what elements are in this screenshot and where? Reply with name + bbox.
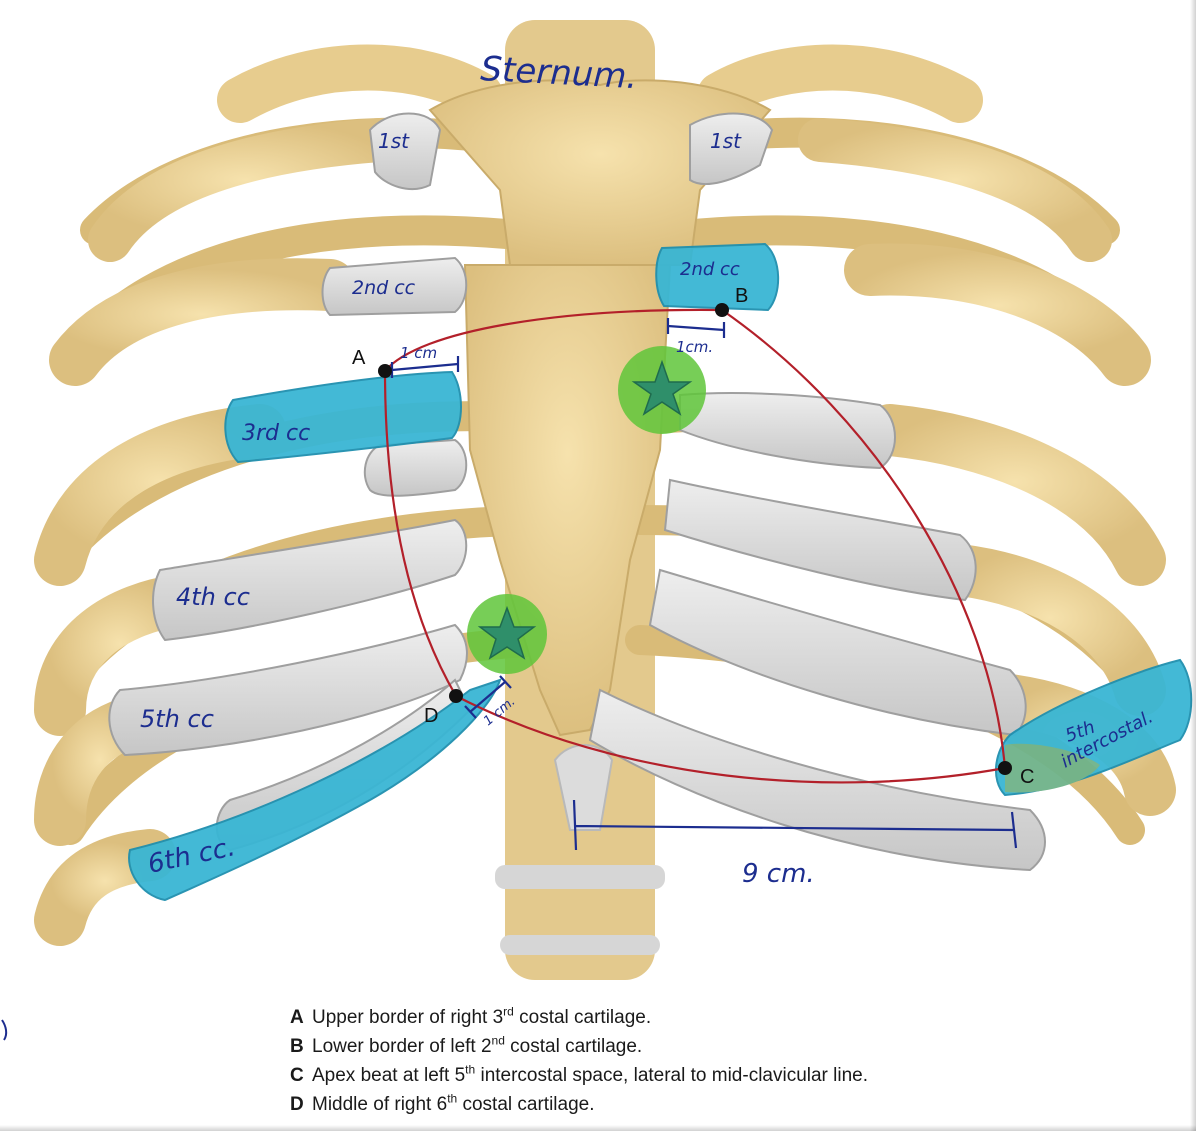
point-b-dot — [715, 303, 729, 317]
cc3-right-label: 3rd cc — [242, 421, 310, 446]
legend-text: costal cartilage. — [514, 1007, 651, 1028]
cc4-right-label: 4th cc — [176, 583, 250, 611]
point-c-label: C — [1020, 766, 1034, 788]
cc2-left-label: 2nd cc — [680, 259, 740, 280]
cc2-right-label: 2nd cc — [352, 277, 416, 299]
legend-text: costal cartilage. — [505, 1036, 642, 1057]
rib1-left-label: 1st — [710, 129, 742, 153]
measure-a-label: 1 cm — [400, 344, 437, 362]
point-d-label: D — [424, 705, 438, 727]
pen-mark — [2, 1020, 6, 1040]
point-a-dot — [378, 364, 392, 378]
legend-text: Upper border of right 3 — [312, 1007, 503, 1028]
point-a-label: A — [352, 347, 366, 369]
sternum-label: Sternum. — [480, 49, 639, 97]
cc5-right-label: 5th cc — [140, 705, 214, 733]
page-shadow-right — [1190, 0, 1196, 1131]
legend-sup: nd — [492, 1034, 505, 1048]
legend-letter: D — [290, 1090, 312, 1119]
point-c-dot — [998, 761, 1012, 775]
point-b-label: B — [735, 285, 748, 307]
point-d-dot — [449, 689, 463, 703]
legend-sup: th — [447, 1092, 457, 1106]
legend-letter: A — [290, 1003, 312, 1032]
legend-text: Lower border of left 2 — [312, 1036, 492, 1057]
legend-text: Middle of right 6 — [312, 1094, 447, 1115]
measure-b-label: 1cm. — [676, 338, 713, 356]
legend-text: Apex beat at left 5 — [312, 1065, 465, 1086]
legend-letter: B — [290, 1032, 312, 1061]
page-shadow-bottom — [0, 1125, 1196, 1131]
legend-letter: C — [290, 1061, 312, 1090]
measure-c-label: 9 cm. — [742, 859, 815, 889]
rib1-right-label: 1st — [378, 129, 410, 153]
legend-text: intercostal space, lateral to mid-clavic… — [475, 1065, 868, 1086]
legend-text: costal cartilage. — [457, 1094, 594, 1115]
legend-sup: th — [465, 1063, 475, 1077]
legend-sup: rd — [503, 1005, 514, 1019]
